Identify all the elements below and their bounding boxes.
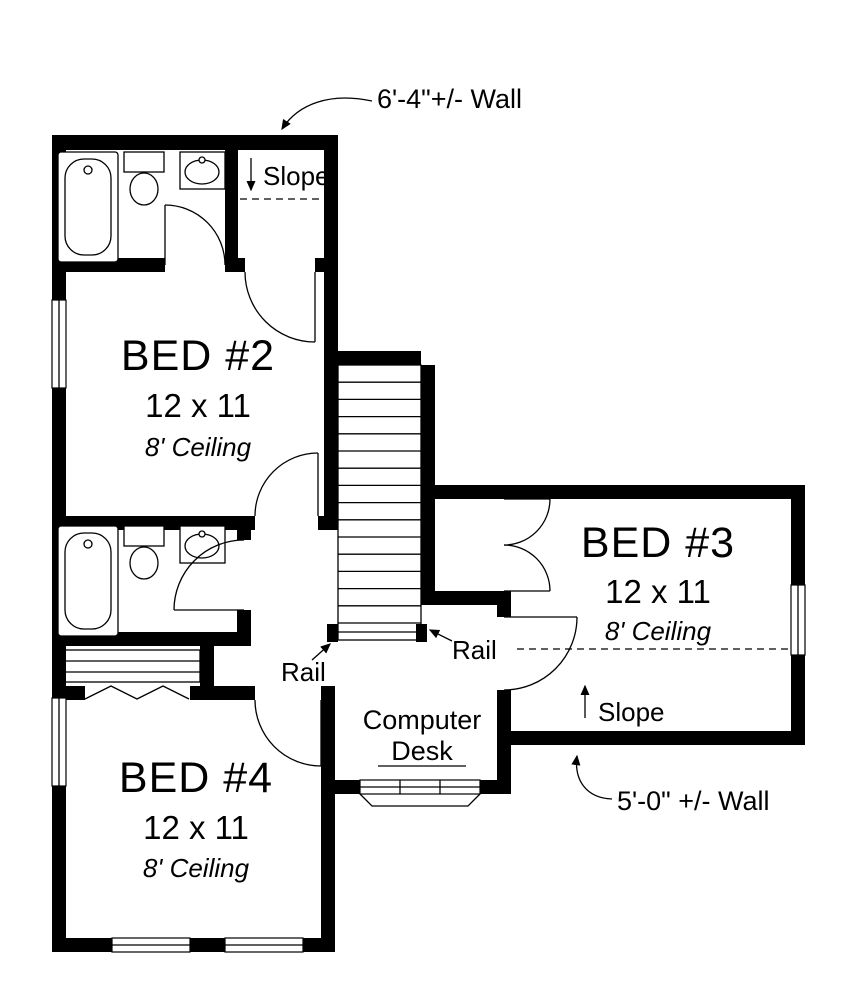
tub-drain <box>83 539 93 549</box>
bed3-dimensions: 12 x 11 <box>605 573 711 610</box>
shelves-outline <box>59 649 201 683</box>
window-desk-nook <box>359 779 481 807</box>
bathroom-middle <box>57 525 226 637</box>
bed2-name: BED #2 <box>121 332 275 380</box>
window-bed4-left <box>51 697 67 787</box>
room-label-bed2: BED #2 12 x 11 8' Ceiling <box>121 332 275 462</box>
sink-faucet <box>198 530 206 538</box>
dimension-label-top-wall: 6'-4"+/- Wall <box>377 84 522 114</box>
newel-post-left <box>327 624 338 642</box>
leader-rail-right <box>428 629 453 642</box>
dimension-label-bottom-wall: 5'-0" +/- Wall <box>617 786 770 816</box>
leader-top-wall <box>281 97 373 131</box>
walls <box>52 135 805 952</box>
door-bed3-closet-lower <box>503 544 551 592</box>
window-bed2-left <box>51 299 67 389</box>
bifold-closet-doors <box>84 685 190 700</box>
window-bed3-right <box>790 584 806 656</box>
annotation-arrows <box>246 97 613 800</box>
windows <box>51 299 806 953</box>
sink-faucet <box>198 156 206 164</box>
bed2-ceiling: 8' Ceiling <box>145 432 252 462</box>
window-bed4-bottom-1 <box>111 937 191 953</box>
toilet-bowl <box>129 172 159 206</box>
door-closet-top <box>244 271 316 343</box>
stair-treads <box>338 381 421 624</box>
door-bed4 <box>254 699 322 767</box>
linen-closet <box>59 649 201 683</box>
door-bed3 <box>503 616 578 691</box>
room-label-bed3: BED #3 12 x 11 8' Ceiling <box>581 519 735 646</box>
leader-bottom-wall <box>571 754 613 800</box>
toilet-tank <box>123 151 165 173</box>
text-labels: 6'-4"+/- Wall 5'-0" +/- Wall Slope Slope… <box>119 84 770 883</box>
tub-drain <box>83 165 93 175</box>
bathtub-basin <box>64 158 112 256</box>
slope-label-top: Slope <box>263 161 330 191</box>
bed4-dimensions: 12 x 11 <box>143 809 249 846</box>
door-bed2 <box>254 452 319 517</box>
toilet-bowl <box>129 546 159 580</box>
door-bathroom-top <box>164 204 226 266</box>
leader-rail-left <box>311 643 331 661</box>
room-label-bed4: BED #4 12 x 11 8' Ceiling <box>119 754 273 883</box>
computer-desk-label-line1: Computer <box>363 705 482 735</box>
door-bathroom-middle <box>173 539 245 611</box>
bed3-ceiling: 8' Ceiling <box>605 616 712 646</box>
rail-label-left: Rail <box>281 657 326 687</box>
window-bed4-bottom-2 <box>224 937 304 953</box>
toilet-tank <box>123 525 165 547</box>
bed3-name: BED #3 <box>581 519 735 567</box>
bathroom-top <box>57 151 226 263</box>
bed4-ceiling: 8' Ceiling <box>143 853 250 883</box>
stairs <box>327 364 427 642</box>
door-bed3-closet-upper <box>503 498 551 546</box>
bay-sill-line <box>359 793 481 807</box>
computer-desk-label-line2: Desk <box>391 736 453 766</box>
bed2-dimensions: 12 x 11 <box>145 387 251 424</box>
bathtub-basin <box>64 532 112 630</box>
bed4-name: BED #4 <box>119 754 273 802</box>
slope-label-bed3: Slope <box>598 697 665 727</box>
doors <box>164 204 578 767</box>
rail-label-right: Rail <box>452 635 497 665</box>
newel-post-right <box>416 624 427 642</box>
